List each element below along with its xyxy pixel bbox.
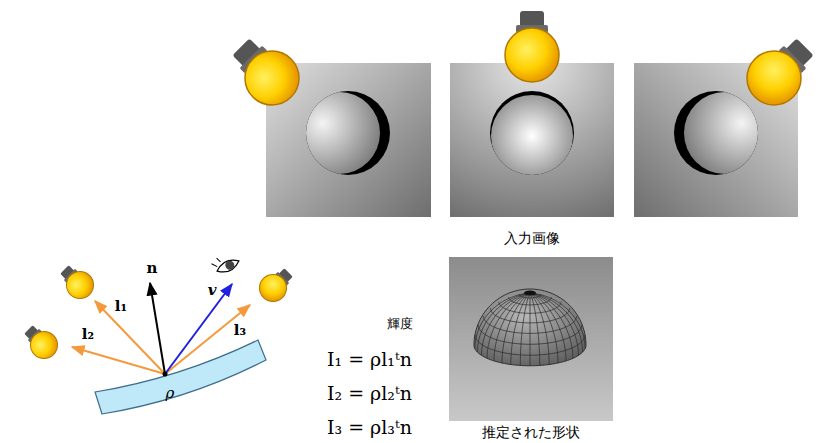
lamp	[55, 260, 99, 304]
longitude-line	[530, 293, 549, 365]
intensity-formula: I₂ = ρl₂ᵗn	[327, 382, 412, 405]
pole-mark	[524, 290, 536, 295]
lamp	[222, 28, 310, 116]
sphere	[674, 91, 766, 175]
longitude-line	[475, 293, 530, 349]
lamp	[254, 263, 298, 307]
shape-image	[449, 257, 613, 421]
surface-plate	[95, 340, 266, 414]
light-vector	[72, 347, 165, 374]
vector-label: l₂	[82, 325, 94, 343]
image-caption: 推定された形状	[482, 424, 580, 441]
formula-heading: 輝度	[387, 316, 413, 332]
longitude-line	[530, 293, 585, 349]
hemisphere-wireframe	[474, 289, 586, 366]
vector-label: l₁	[115, 297, 127, 315]
vector-label: n	[147, 259, 158, 277]
longitude-line	[494, 293, 530, 361]
input-image	[450, 63, 614, 217]
longitude-line	[511, 293, 530, 365]
surface-point	[163, 372, 168, 377]
normal-vector	[150, 283, 165, 374]
sphere	[298, 91, 390, 175]
intensity-formula: I₁ = ρl₁ᵗn	[327, 348, 412, 371]
lamp	[505, 11, 559, 82]
intensity-formula: I₃ = ρl₃ᵗn	[327, 416, 412, 439]
vector-label: v	[208, 281, 217, 299]
longitude-line	[530, 293, 583, 352]
longitude-line	[530, 293, 540, 365]
sphere	[490, 91, 574, 177]
vector-label: l₃	[234, 321, 246, 339]
longitude-line	[530, 293, 531, 366]
view-vector	[165, 284, 232, 374]
eye	[210, 250, 241, 276]
dome-surface	[474, 289, 586, 366]
lamp	[19, 320, 63, 364]
longitude-line	[520, 293, 530, 365]
image-caption: 入力画像	[504, 230, 560, 247]
albedo-label: ρ	[166, 384, 175, 402]
longitude-line	[502, 293, 530, 363]
lamp	[736, 28, 824, 116]
